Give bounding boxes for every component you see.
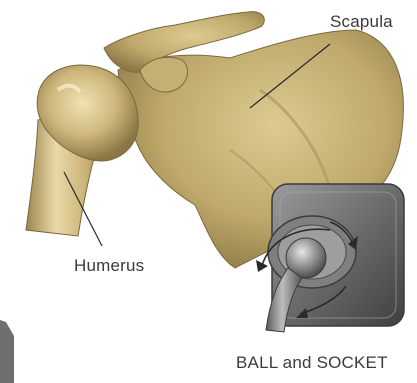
partial-edge-shape — [0, 320, 14, 383]
humerus-label: Humerus — [74, 256, 144, 276]
scapula-label: Scapula — [330, 12, 393, 32]
ball-and-socket-label: BALL and SOCKET — [236, 353, 388, 373]
humerus-bone — [26, 65, 138, 236]
ball-and-socket-icon — [256, 184, 404, 332]
